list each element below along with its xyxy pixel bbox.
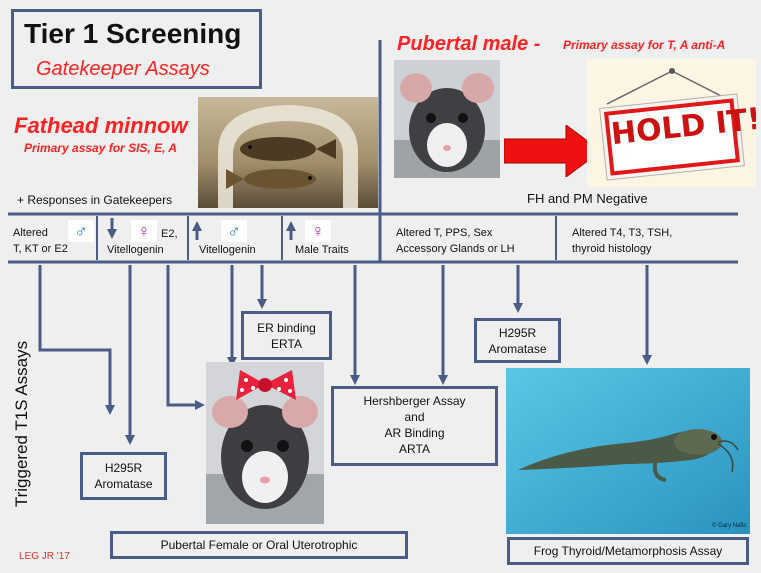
fh-pm-negative-label: FH and PM Negative (527, 191, 648, 206)
frog-thyroid-text: Frog Thyroid/Metamorphosis Assay (533, 544, 723, 558)
pubertal-female-text: Pubertal Female or Oral Uterotrophic (160, 538, 358, 552)
pubertal-male-title: Pubertal male - (397, 33, 541, 55)
response-male-traits: Male Traits (295, 244, 349, 256)
response-vitellogenin-female: Vitellogenin (107, 244, 164, 256)
frog-thyroid-box (507, 537, 749, 565)
author-credit: LEG JR '17 (19, 551, 70, 562)
response-altered-t-pps: Altered T, PPS, Sex Accessory Glands or … (396, 227, 515, 255)
pink-bow-icon (236, 370, 296, 400)
red-arrow-icon (503, 124, 602, 182)
female-symbol-icon: ♀ (131, 220, 157, 242)
male-symbol-icon: ♂ (68, 220, 94, 242)
tadpole-photo: © Gary Nafis (506, 368, 750, 534)
title-box (11, 9, 262, 89)
h295r-aromatase-text-left: H295R Aromatase (94, 461, 153, 491)
response-altered-t-kt-e2: Altered T, KT or E2 (13, 227, 68, 255)
female-symbol-icon-2: ♀ (305, 220, 331, 242)
fathead-minnow-photo (198, 97, 378, 208)
male-rat-photo (394, 60, 500, 178)
photo-credit: © Gary Nafis (712, 523, 747, 529)
female-rat-photo (206, 362, 324, 524)
er-binding-text: ER binding ERTA (257, 321, 316, 351)
response-e2-label: E2, (161, 228, 178, 240)
fathead-subtitle: Primary assay for SIS, E, A (24, 141, 177, 155)
h295r-aromatase-text-right: H295R Aromatase (488, 326, 547, 356)
h295r-aromatase-box-right (474, 318, 561, 363)
triggered-assays-side-label: Triggered T1S Assays (12, 340, 31, 508)
responses-label: + Responses in Gatekeepers (17, 193, 173, 207)
er-binding-box (241, 311, 332, 360)
response-altered-t4-t3: Altered T4, T3, TSH, thyroid histology (572, 227, 673, 255)
fathead-title: Fathead minnow (14, 113, 188, 138)
hershberger-assay-box (331, 386, 498, 466)
response-vitellogenin-male: Vitellogenin (199, 244, 256, 256)
hold-it-sign-photo: HOLD IT! (587, 59, 756, 187)
pubertal-female-box (110, 531, 408, 559)
page-subtitle: Gatekeeper Assays (36, 58, 210, 80)
hershberger-assay-text: Hershberger Assay and AR Binding ARTA (363, 394, 466, 456)
h295r-aromatase-box-left (80, 452, 167, 500)
page-title: Tier 1 Screening (24, 18, 242, 49)
male-symbol-icon-2: ♂ (221, 220, 247, 242)
pubertal-male-subtitle: Primary assay for T, A anti-A (563, 38, 726, 52)
